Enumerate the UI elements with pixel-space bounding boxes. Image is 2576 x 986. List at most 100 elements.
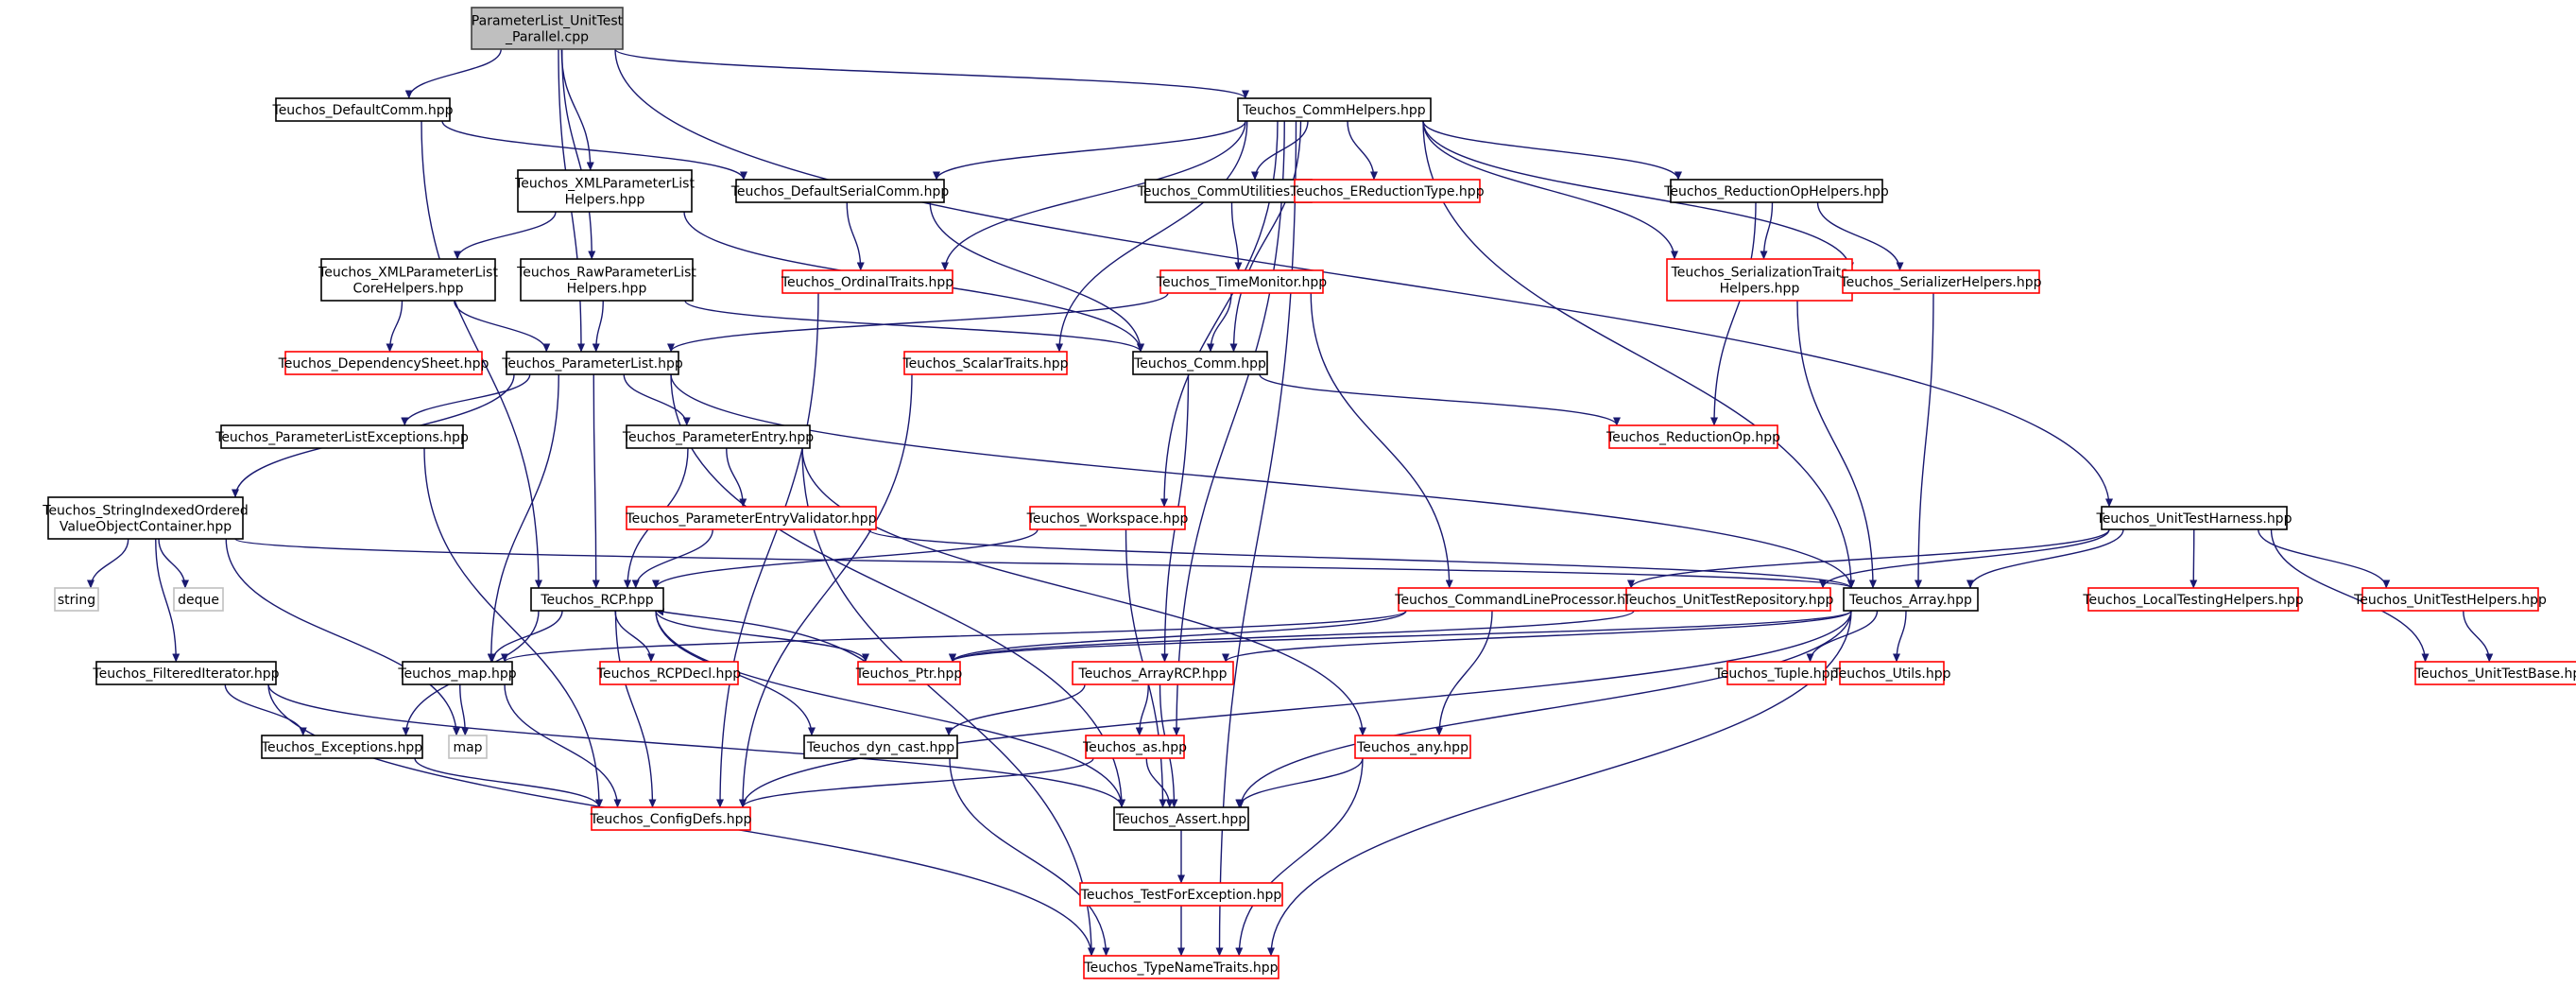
node-ptr[interactable]: Teuchos_Ptr.hpp bbox=[855, 661, 963, 685]
node-dependencysheet[interactable]: Teuchos_DependencySheet.hpp bbox=[278, 351, 489, 375]
edge-unittestrepository-to-ptr bbox=[949, 610, 1635, 663]
node-parameterlist[interactable]: Teuchos_ParameterList.hpp bbox=[501, 351, 683, 375]
node-label: deque bbox=[178, 593, 219, 608]
edge-commhelpers-to-as bbox=[1173, 120, 1285, 736]
edge-filterediterator-to-exceptions bbox=[224, 683, 307, 736]
edge-exceptions-to-configdefs bbox=[414, 757, 603, 808]
node-parameterentry[interactable]: Teuchos_ParameterEntry.hpp bbox=[622, 424, 814, 449]
node-timemonitor[interactable]: Teuchos_TimeMonitor.hpp bbox=[1156, 269, 1327, 294]
node-box bbox=[2087, 587, 2299, 612]
edge-parameterlistexceptions-to-configdefs bbox=[423, 447, 603, 808]
node-label: Teuchos_DefaultComm.hpp bbox=[272, 103, 454, 118]
edge-parameterentry-to-any bbox=[801, 447, 1366, 736]
node-comm[interactable]: Teuchos_Comm.hpp bbox=[1132, 351, 1268, 375]
node-unittestrepository[interactable]: Teuchos_UnitTestRepository.hpp bbox=[1623, 587, 1834, 612]
node-commutilities[interactable]: Teuchos_CommUtilities.hpp bbox=[1137, 179, 1320, 203]
node-reductionop[interactable]: Teuchos_ReductionOp.hpp bbox=[1606, 424, 1780, 449]
node-typenametraits[interactable]: Teuchos_TypeNameTraits.hpp bbox=[1083, 955, 1279, 979]
node-root[interactable]: ParameterList_UnitTest_Parallel.cpp bbox=[471, 7, 624, 50]
node-array[interactable]: Teuchos_Array.hpp bbox=[1843, 587, 1979, 612]
node-as[interactable]: Teuchos_as.hpp bbox=[1082, 735, 1187, 759]
edge-commhelpers-to-serializerhelpers bbox=[1422, 120, 1854, 271]
node-unittestharness[interactable]: Teuchos_UnitTestHarness.hpp bbox=[2096, 506, 2293, 530]
node-reductionophelpers[interactable]: Teuchos_ReductionOpHelpers.hpp bbox=[1663, 179, 1889, 203]
edge-serializerhelpers-to-array bbox=[1915, 292, 1934, 589]
node-utils[interactable]: Teuchos_Utils.hpp bbox=[1832, 661, 1951, 685]
node-box bbox=[735, 179, 945, 203]
node-serializerhelpers[interactable]: Teuchos_SerializerHelpers.hpp bbox=[1840, 269, 2042, 294]
node-testforexception[interactable]: Teuchos_TestForException.hpp bbox=[1079, 882, 1283, 907]
node-label: Teuchos_ReductionOpHelpers.hpp bbox=[1663, 184, 1889, 199]
edge-rcp-to-configdefs bbox=[614, 610, 657, 808]
node-unittestbase[interactable]: Teuchos_UnitTestBase.hpp bbox=[2414, 661, 2576, 685]
node-rcp[interactable]: Teuchos_RCP.hpp bbox=[530, 587, 664, 612]
node-box bbox=[1085, 735, 1185, 759]
node-parameterlistexceptions[interactable]: Teuchos_ParameterListExceptions.hpp bbox=[215, 424, 469, 449]
node-label: Teuchos_RCPDecl.hpp bbox=[596, 666, 742, 682]
node-exceptions[interactable]: Teuchos_Exceptions.hpp bbox=[261, 735, 423, 759]
edge-reductionophelpers-to-serializationtraitshelpers bbox=[1760, 201, 1774, 260]
edge-rcp-to-ptr bbox=[655, 610, 869, 663]
edge-unittestharness-to-unittestbase bbox=[2270, 528, 2430, 663]
node-parameterentryvalidator[interactable]: Teuchos_ParameterEntryValidator.hpp bbox=[625, 506, 877, 530]
edge-timemonitor-to-parameterlist bbox=[667, 292, 1169, 353]
node-filterediterator[interactable]: Teuchos_FilteredIterator.hpp bbox=[92, 661, 280, 685]
node-box bbox=[2414, 661, 2576, 685]
node-box bbox=[626, 506, 877, 530]
node-stringindexed[interactable]: Teuchos_StringIndexedOrderedValueObjectC… bbox=[42, 496, 249, 540]
node-defaultcomm[interactable]: Teuchos_DefaultComm.hpp bbox=[272, 97, 454, 122]
node-configdefs[interactable]: Teuchos_ConfigDefs.hpp bbox=[590, 806, 752, 831]
node-scalartraits[interactable]: Teuchos_ScalarTraits.hpp bbox=[902, 351, 1069, 375]
edge-map_hpp-to-configdefs bbox=[504, 683, 622, 808]
edge-parameterlist-to-array bbox=[670, 373, 1855, 589]
node-commandlineprocessor[interactable]: Teuchos_CommandLineProcessor.hpp bbox=[1394, 587, 1642, 612]
node-tuple[interactable]: Teuchos_Tuple.hpp bbox=[1714, 661, 1839, 685]
node-map[interactable]: map bbox=[448, 735, 488, 759]
node-dyncast[interactable]: Teuchos_dyn_cast.hpp bbox=[803, 735, 958, 759]
node-box bbox=[520, 258, 694, 302]
node-label: Teuchos_FilteredIterator.hpp bbox=[92, 666, 279, 682]
node-unittesthelpers[interactable]: Teuchos_UnitTestHelpers.hpp bbox=[2353, 587, 2547, 612]
node-string[interactable]: string bbox=[54, 587, 99, 612]
edge-parameterentry-to-typenametraits bbox=[801, 447, 1095, 957]
node-box bbox=[1670, 179, 1883, 203]
node-label: Teuchos_UnitTestHarness.hpp bbox=[2096, 511, 2293, 527]
node-localtestinghelpers[interactable]: Teuchos_LocalTestingHelpers.hpp bbox=[2082, 587, 2304, 612]
node-box bbox=[1839, 661, 1945, 685]
node-box bbox=[1666, 258, 1853, 302]
node-label: Helpers.hpp bbox=[567, 282, 647, 297]
node-label: Teuchos_Workspace.hpp bbox=[1026, 511, 1189, 527]
node-any[interactable]: Teuchos_any.hpp bbox=[1354, 735, 1471, 759]
node-ordinaltraits[interactable]: Teuchos_OrdinalTraits.hpp bbox=[781, 269, 953, 294]
node-box bbox=[506, 351, 679, 375]
node-label: Helpers.hpp bbox=[1720, 282, 1800, 297]
node-assert[interactable]: Teuchos_Assert.hpp bbox=[1113, 806, 1249, 831]
edge-array-to-tuple bbox=[1806, 610, 1879, 663]
node-box bbox=[1625, 587, 1831, 612]
edge-commandlineprocessor-to-any bbox=[1435, 610, 1493, 736]
edge-defaultserialcomm-to-ordinaltraits bbox=[846, 201, 865, 271]
edge-commhelpers-to-commutilities bbox=[1251, 120, 1309, 181]
edge-array-to-assert bbox=[1237, 610, 1852, 808]
node-defaultserialcomm[interactable]: Teuchos_DefaultSerialComm.hpp bbox=[730, 179, 950, 203]
node-deque[interactable]: deque bbox=[173, 587, 224, 612]
edge-as-to-configdefs bbox=[739, 757, 1094, 808]
node-arrayrcp[interactable]: Teuchos_ArrayRCP.hpp bbox=[1072, 661, 1234, 685]
node-map-hpp[interactable]: Teuchos_map.hpp bbox=[397, 661, 517, 685]
node-box bbox=[1398, 587, 1640, 612]
node-label: ValueObjectContainer.hpp bbox=[60, 520, 232, 535]
node-rcpdecl[interactable]: Teuchos_RCPDecl.hpp bbox=[596, 661, 742, 685]
node-ereductiontype[interactable]: Teuchos_EReductionType.hpp bbox=[1289, 179, 1485, 203]
node-label: Teuchos_TypeNameTraits.hpp bbox=[1083, 960, 1278, 976]
node-workspace[interactable]: Teuchos_Workspace.hpp bbox=[1026, 506, 1189, 530]
edge-dyncast-to-typenametraits bbox=[949, 757, 1110, 957]
node-box bbox=[1294, 179, 1481, 203]
edge-stringindexed-to-map bbox=[225, 538, 460, 736]
node-commhelpers[interactable]: Teuchos_CommHelpers.hpp bbox=[1237, 97, 1432, 122]
edge-root-to-defaultcomm bbox=[404, 48, 502, 99]
node-label: Teuchos_ConfigDefs.hpp bbox=[590, 812, 752, 827]
